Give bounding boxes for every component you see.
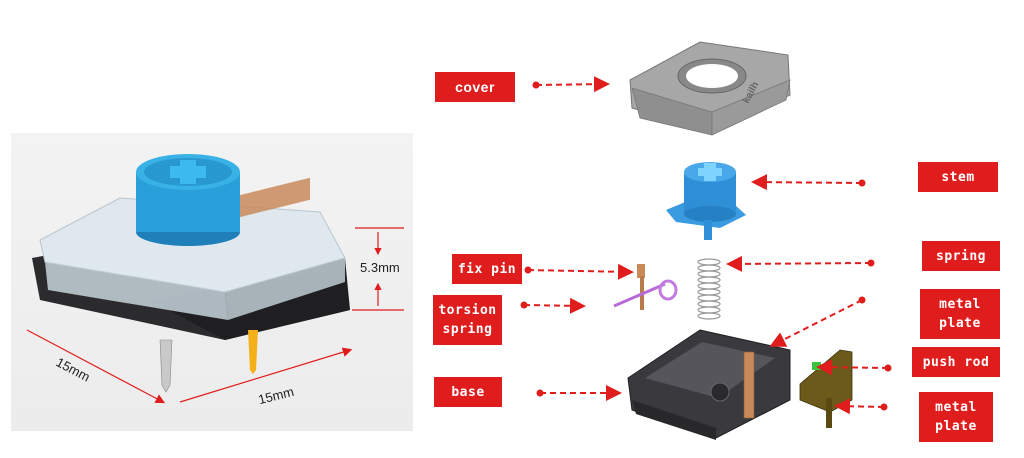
fix-pin-part — [637, 264, 645, 310]
label-spring: spring — [922, 241, 1000, 271]
dimension-lines — [26, 227, 404, 404]
base-part — [627, 329, 791, 440]
label-stem: stem — [918, 162, 998, 192]
metal-plate-push-rod-part — [799, 349, 853, 428]
cover-part: kailh — [629, 41, 791, 136]
label-cover: cover — [435, 72, 515, 102]
label-metal-plate-lower: metal plate — [919, 392, 993, 442]
spring-part — [697, 258, 721, 320]
torsion-spring-part — [613, 279, 678, 308]
label-base: base — [434, 377, 502, 407]
leader-dots — [520, 81, 892, 411]
label-torsion-spring: torsion spring — [433, 295, 502, 345]
stem-part — [666, 162, 746, 240]
label-metal-plate-upper: metal plate — [920, 289, 1000, 339]
height-dimension: 5.3mm — [360, 260, 400, 275]
label-fix-pin: fix pin — [452, 254, 522, 284]
label-push-rod: push rod — [912, 347, 1000, 377]
leader-arrows — [523, 76, 889, 415]
assembled-switch — [32, 154, 350, 393]
